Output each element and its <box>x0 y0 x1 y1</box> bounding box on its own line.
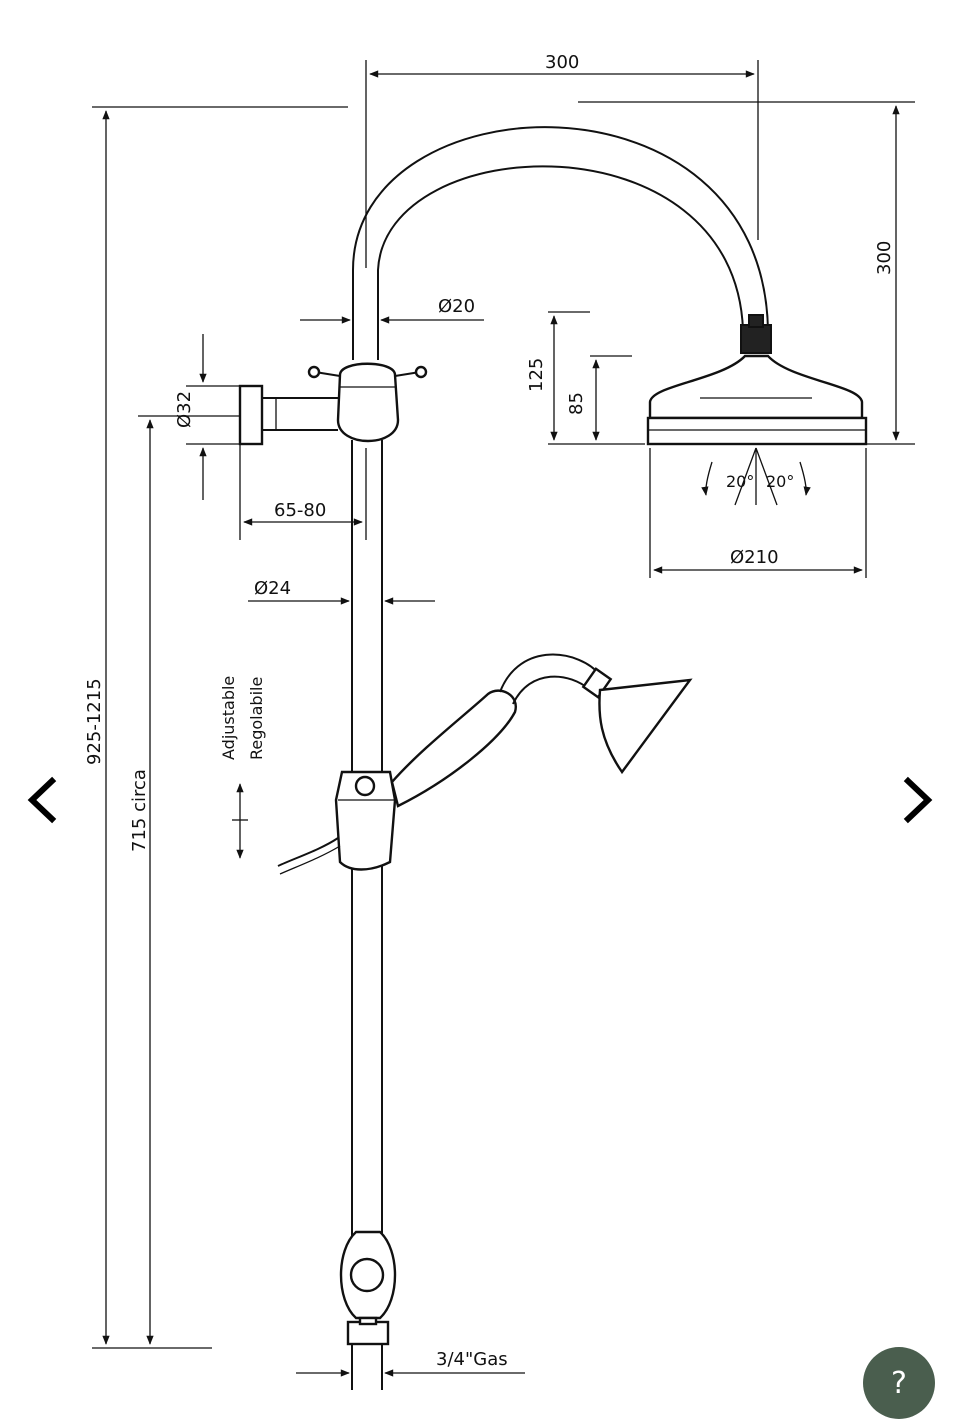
dim-arm-reach: 300 <box>545 52 579 73</box>
dim-wall-offset: 65-80 <box>274 500 326 521</box>
chevron-right-icon <box>903 776 933 824</box>
shower-column <box>351 126 772 1245</box>
dim-head-height-body: 85 <box>566 392 587 415</box>
label-adjustable: Adjustable <box>219 676 238 760</box>
diverter-valve <box>307 362 428 443</box>
dim-rail-diameter: Ø24 <box>254 578 291 599</box>
dimension-lines <box>92 60 915 1377</box>
dim-pipe-diameter: Ø20 <box>438 296 475 317</box>
dim-bracket-diameter: Ø32 <box>174 391 195 428</box>
help-button[interactable]: ? <box>863 1347 935 1419</box>
next-image-button[interactable] <box>888 770 948 830</box>
dim-arm-height: 300 <box>874 241 895 275</box>
dim-total-height: 925-1215 <box>84 678 105 765</box>
label-regolabile: Regolabile <box>247 677 266 760</box>
dim-inlet-thread: 3/4"Gas <box>436 1349 508 1370</box>
hand-shower <box>277 653 693 875</box>
bottom-inlet <box>339 1230 397 1390</box>
previous-image-button[interactable] <box>12 770 72 830</box>
dimension-labels: 300 300 Ø20 125 85 20° 20° Ø210 Ø32 65-8… <box>84 52 895 1370</box>
help-label: ? <box>891 1365 907 1401</box>
dim-head-diameter: Ø210 <box>730 547 779 568</box>
wall-bracket <box>238 384 338 446</box>
dim-bottom-height: 715 circa <box>129 769 150 852</box>
dim-head-height-total: 125 <box>526 358 547 392</box>
overhead-shower-head <box>646 354 868 446</box>
dim-spray-angle-right: 20° <box>766 472 794 491</box>
chevron-left-icon <box>27 776 57 824</box>
dim-spray-angle-left: 20° <box>726 472 754 491</box>
